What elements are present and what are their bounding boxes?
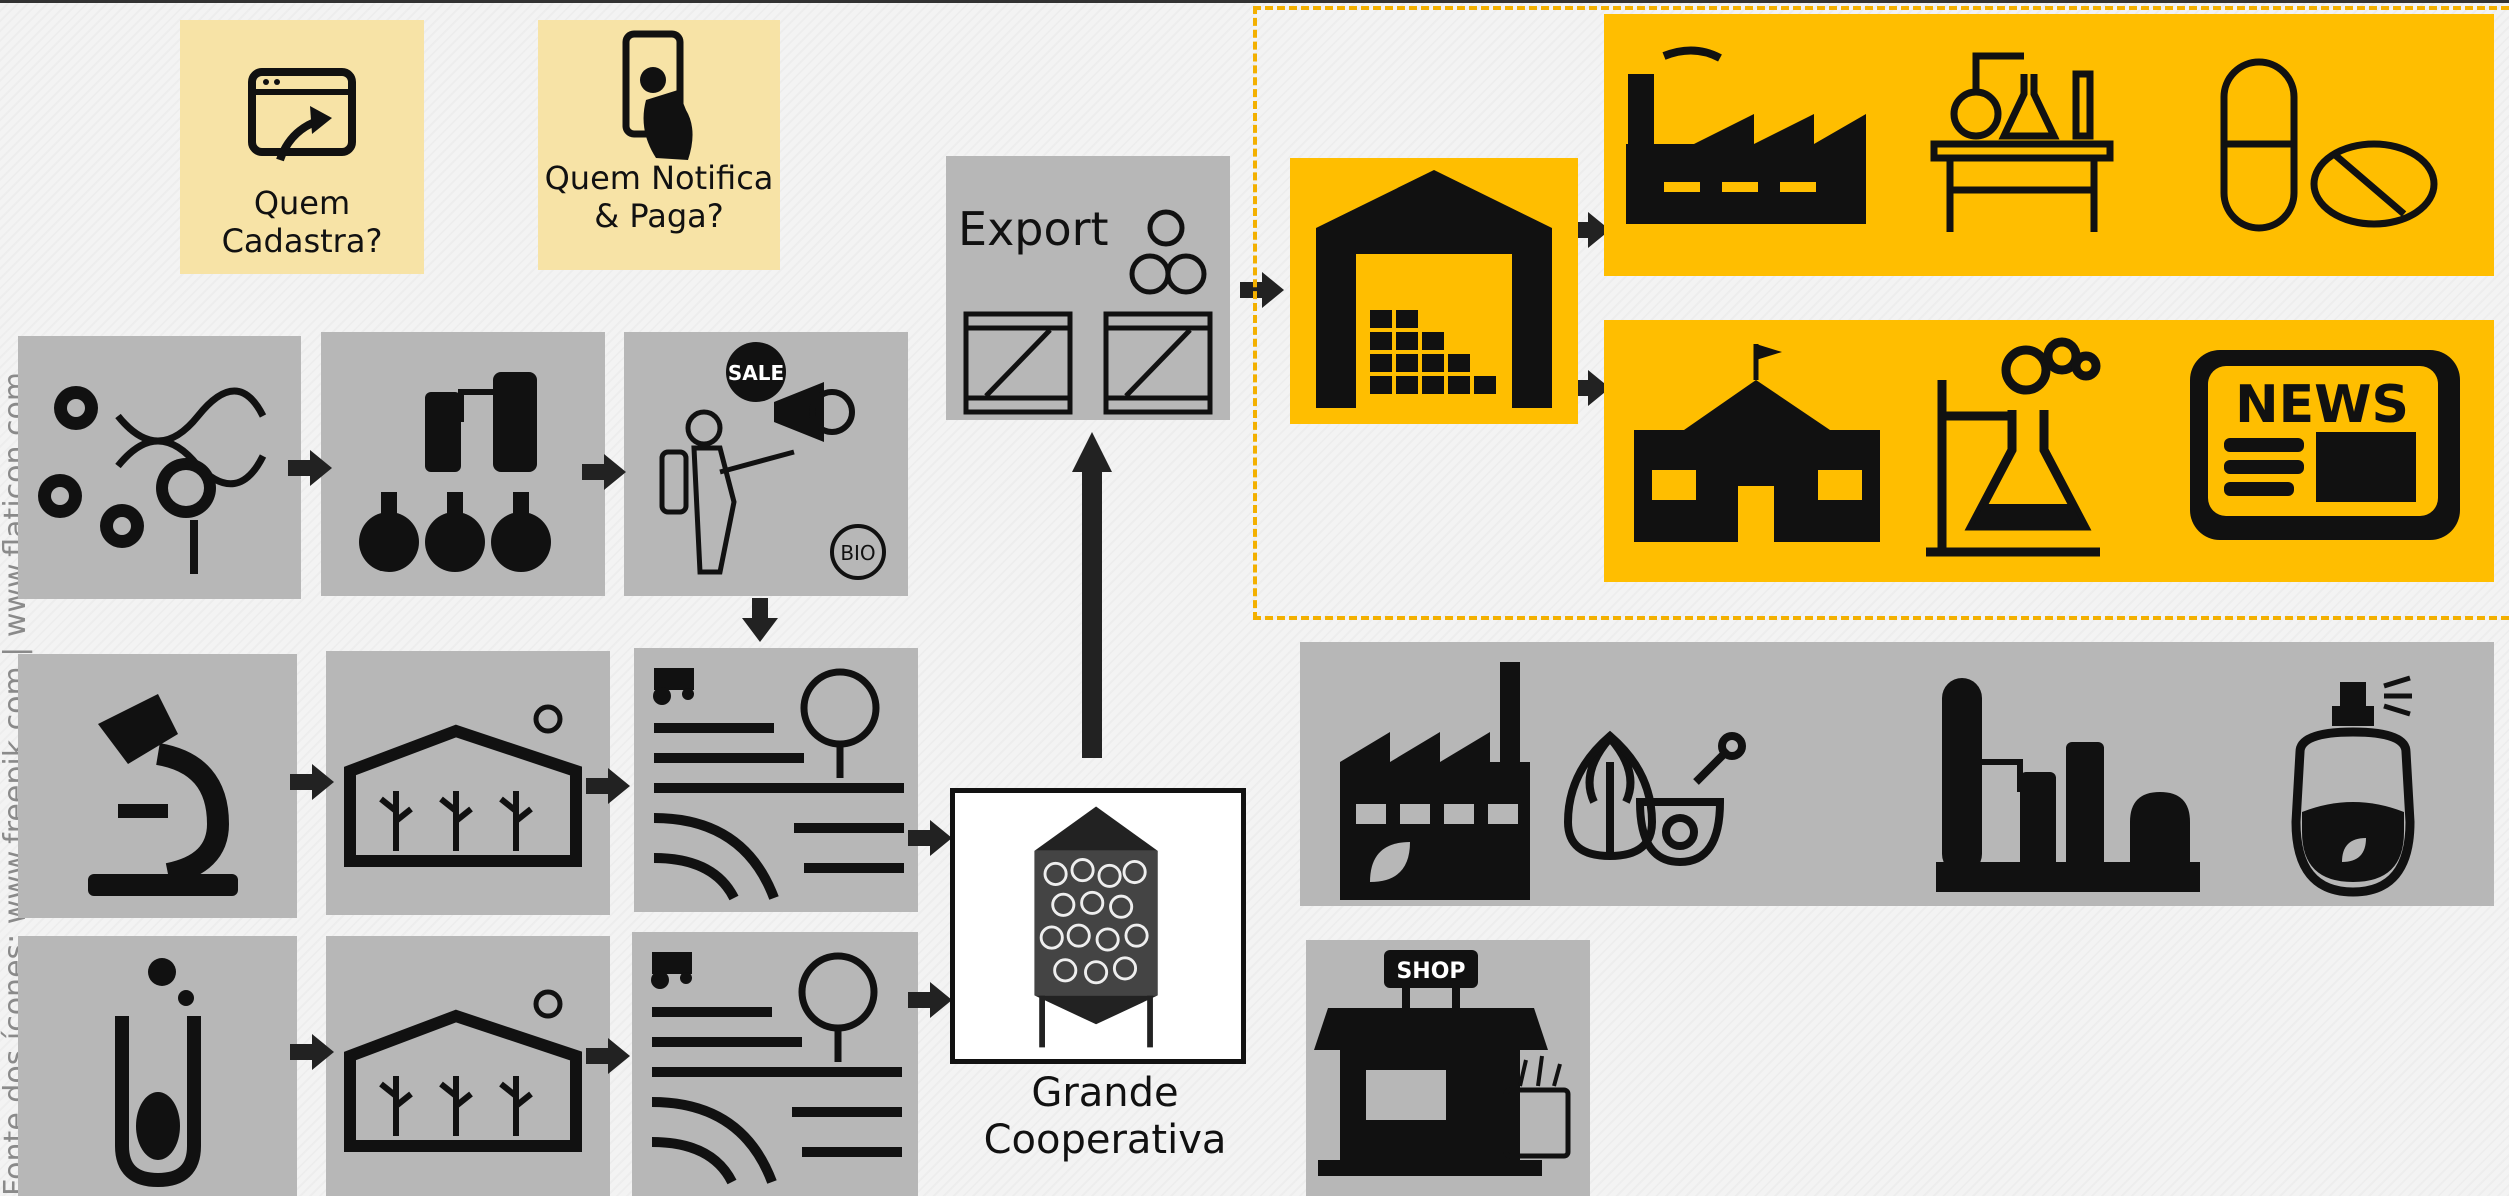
school-icon	[1634, 344, 1880, 542]
refinery-icon	[1936, 678, 2200, 892]
crates-fruit-icon	[963, 209, 1213, 415]
arrow-right-icon	[290, 1034, 334, 1070]
warehouse-tile	[1290, 158, 1578, 424]
farm-field-tile-1	[634, 648, 918, 912]
microscope-tile	[18, 654, 297, 918]
grain-silo-icon	[1034, 806, 1158, 1048]
sale-text: SALE	[728, 361, 784, 385]
greenhouse-icon	[344, 704, 582, 867]
processing-industry-band	[1300, 642, 2494, 906]
flask-stand-icon	[1926, 337, 2101, 557]
arrow-right-icon	[1240, 272, 1284, 308]
lab-bottles-tile	[321, 332, 605, 596]
field-tractor-icon	[653, 668, 904, 901]
newspaper-icon: NEWS	[2190, 350, 2460, 540]
grande-cooperativa-box	[950, 788, 1246, 1064]
factory-icon	[1626, 46, 1866, 224]
shop-tile: SHOP	[1306, 940, 1590, 1196]
arrow-right-icon	[288, 450, 332, 486]
arrow-right-icon	[586, 1038, 630, 1074]
export-label: Export	[958, 202, 1109, 256]
quem-cadastra-tile: Quem Cadastra?	[180, 20, 424, 274]
warehouse-icon	[1316, 170, 1552, 408]
factory-leaf-icon	[1340, 662, 1530, 900]
genetics-research-tile	[18, 336, 301, 599]
farm-field-tile-2	[632, 932, 918, 1196]
sprayer-megaphone-icon: SALE BIO	[659, 342, 886, 580]
bio-marketing-tile: SALE BIO	[624, 332, 908, 596]
export-destinations-frame	[1253, 6, 2509, 620]
phone-payment-icon	[622, 30, 693, 160]
shop-icon: SHOP	[1314, 950, 1571, 1176]
export-tile: Export	[946, 156, 1230, 420]
arrow-right-icon	[290, 764, 334, 800]
perfume-icon	[2291, 675, 2415, 897]
arrow-up-icon	[1072, 432, 1112, 758]
shop-text: SHOP	[1396, 959, 1465, 984]
industry-pharma-band	[1604, 14, 2494, 276]
top-border	[0, 0, 2509, 3]
quem-notifica-label: Quem Notifica & Paga?	[544, 159, 774, 235]
news-text: NEWS	[2235, 375, 2409, 435]
greenhouse-icon	[344, 989, 582, 1152]
dna-gears-icon	[38, 386, 267, 574]
lab-flasks-icon	[359, 372, 551, 572]
herbal-medicine-icon	[1563, 730, 1746, 867]
arrow-right-icon	[908, 982, 952, 1018]
arrow-right-icon	[582, 454, 626, 490]
arrow-down-icon	[742, 598, 778, 642]
education-media-band: NEWS	[1604, 320, 2494, 582]
greenhouse-tile-2	[326, 936, 610, 1196]
greenhouse-tile-1	[326, 651, 610, 915]
arrow-right-icon	[586, 768, 630, 804]
web-upload-icon	[248, 68, 356, 162]
lab-table-icon	[1930, 52, 2114, 232]
test-tube-tile	[18, 936, 297, 1196]
field-tractor-icon	[651, 952, 902, 1185]
arrow-right-icon	[908, 820, 952, 856]
test-tube-icon	[115, 958, 201, 1188]
quem-notifica-tile: Quem Notifica & Paga?	[538, 20, 780, 270]
grande-cooperativa-label: Grande Cooperativa	[983, 1070, 1227, 1164]
quem-cadastra-label: Quem Cadastra?	[221, 184, 383, 260]
pills-icon	[2220, 58, 2438, 232]
microscope-icon	[88, 694, 238, 896]
bio-text: BIO	[840, 541, 875, 565]
